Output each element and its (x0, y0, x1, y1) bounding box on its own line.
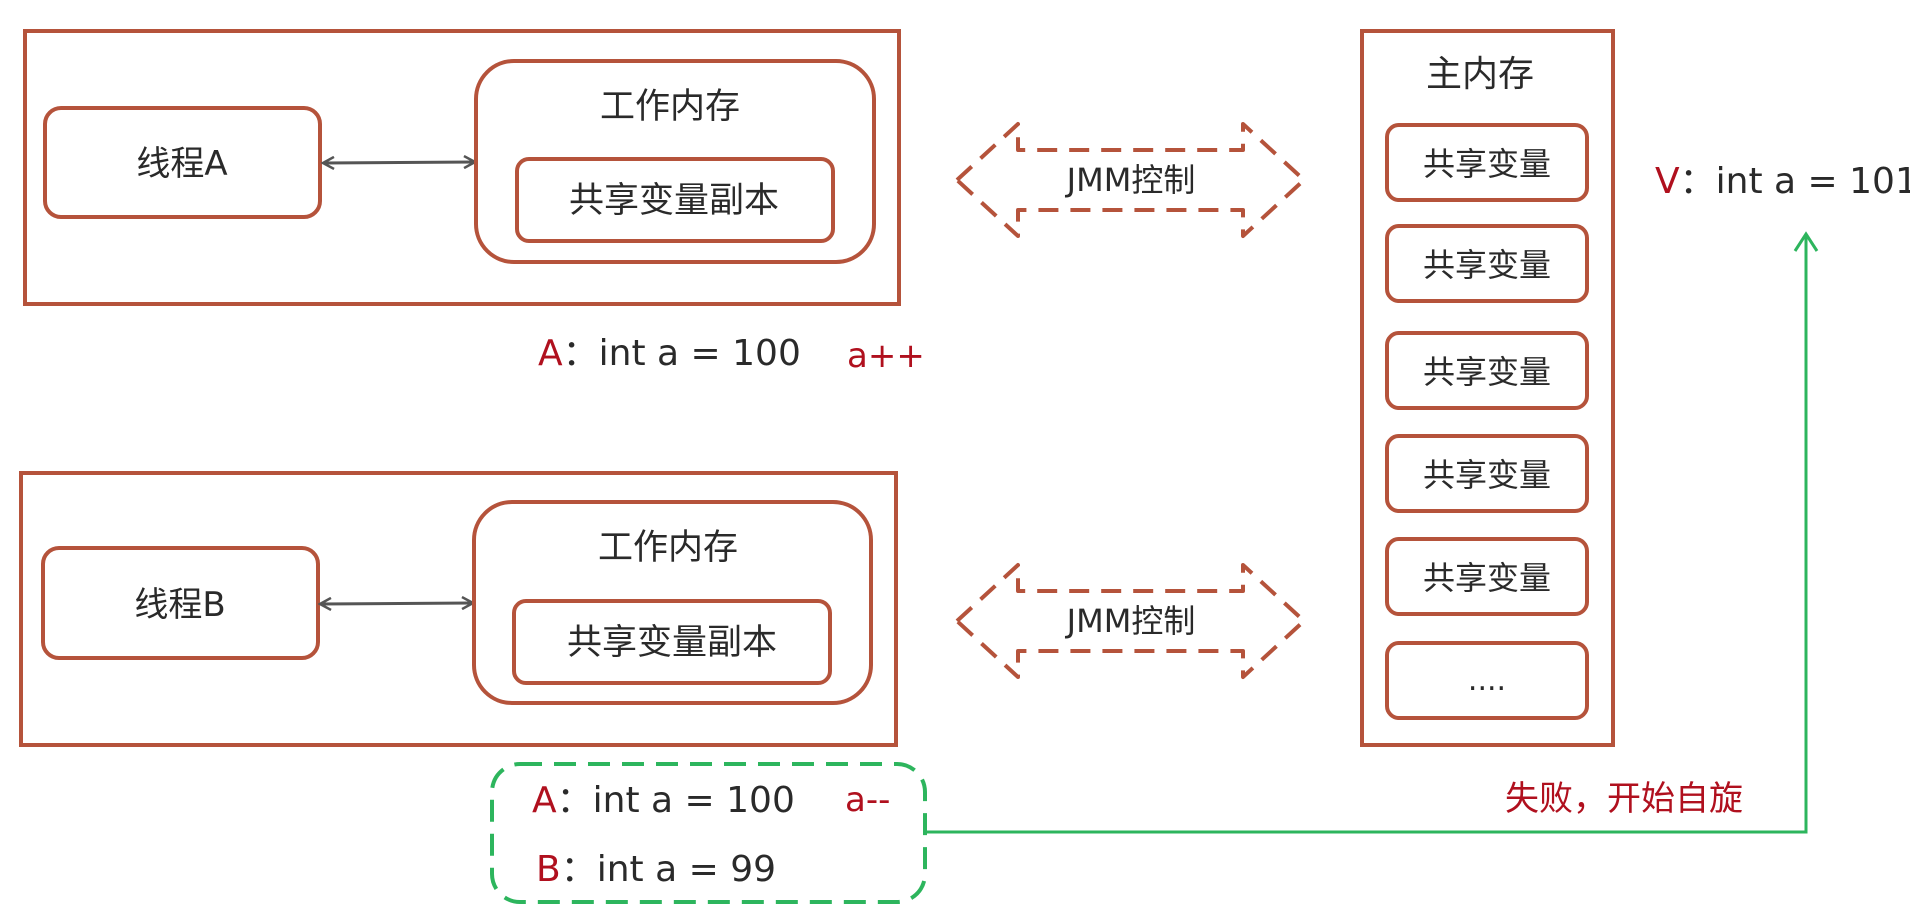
main-memory-item-label: 共享变量 (1423, 246, 1551, 284)
thread-b-container (19, 471, 898, 747)
thread-b-link-arrow (321, 603, 472, 604)
thread-a-label: 线程A (136, 144, 227, 184)
thread-a-working-memory-title: 工作内存 (600, 87, 740, 127)
thread-b-cas-line1: A：int a = 100 (532, 780, 795, 821)
thread-a-op: a++ (847, 336, 925, 376)
thread-a-container (23, 29, 901, 306)
jmm-arrow-top (955, 122, 1306, 238)
cas-line1-prefix: A (532, 780, 557, 821)
cas-failure-connector (925, 236, 1808, 834)
failure-text: 失败，开始自旋 (1505, 779, 1743, 819)
jmm-arrow-bottom (955, 563, 1306, 679)
main-memory-item (1385, 537, 1589, 616)
main-memory-item (1385, 123, 1589, 202)
thread-a-value-text: ：int a = 100 (563, 333, 801, 374)
thread-a-link-arrow (324, 162, 474, 163)
cas-failure-arrowhead-icon (1793, 231, 1819, 252)
thread-b-cas-line2: B：int a = 99 (536, 849, 776, 890)
main-memory-item (1385, 641, 1589, 720)
thread-a-working-memory (474, 59, 876, 264)
main-memory-item-label: 共享变量 (1423, 353, 1551, 391)
cas-line1-text: ：int a = 100 (557, 780, 795, 821)
jmm-label-bottom: JMM控制 (1065, 602, 1196, 640)
thread-b-working-memory-title: 工作内存 (598, 528, 738, 568)
thread-a-shared-copy-label: 共享变量副本 (569, 181, 779, 221)
thread-a-box (43, 106, 322, 219)
main-memory-item (1385, 434, 1589, 513)
thread-b-shared-copy-box (512, 599, 832, 685)
main-memory-item-label: .... (1468, 663, 1506, 698)
main-memory-value: V：int a = 101 (1655, 161, 1910, 202)
main-memory-item (1385, 224, 1589, 303)
thread-b-working-memory (472, 500, 873, 705)
thread-a-shared-copy-box (515, 157, 835, 243)
thread-b-op: a-- (845, 780, 890, 820)
main-value-text: ：int a = 101 (1680, 161, 1910, 202)
main-memory-item-label: 共享变量 (1423, 145, 1551, 183)
thread-b-label: 线程B (134, 585, 225, 625)
main-memory-item (1385, 331, 1589, 410)
main-memory-container (1360, 29, 1615, 747)
thread-b-shared-copy-label: 共享变量副本 (567, 623, 777, 663)
cas-line2-text: ：int a = 99 (561, 849, 776, 890)
main-value-prefix: V (1655, 161, 1680, 202)
thread-a-value-prefix: A (538, 333, 563, 374)
cas-line2-prefix: B (536, 849, 561, 890)
main-memory-item-label: 共享变量 (1423, 559, 1551, 597)
main-memory-title: 主内存 (1426, 54, 1534, 95)
main-memory-item-label: 共享变量 (1423, 456, 1551, 494)
thread-a-value: A：int a = 100 (538, 333, 801, 374)
jmm-label-top: JMM控制 (1065, 161, 1196, 199)
